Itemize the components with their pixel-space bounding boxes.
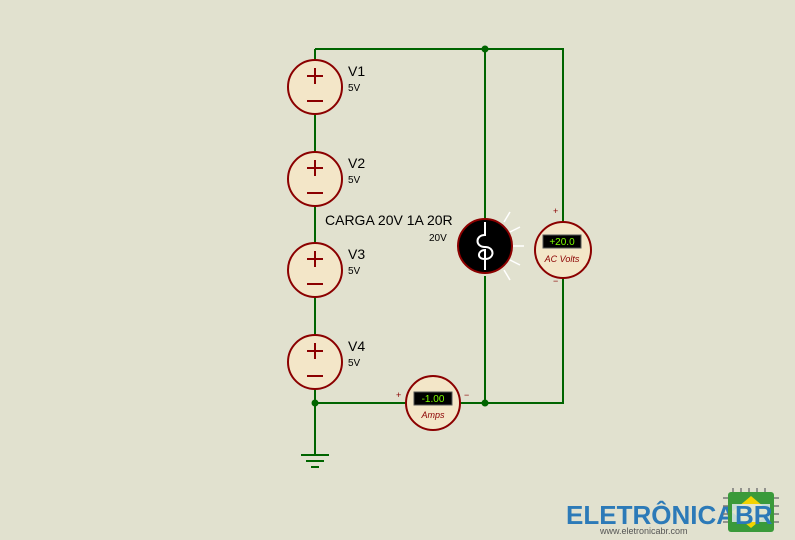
source-v2[interactable]: V2 5V bbox=[287, 151, 365, 207]
source-v4-value: 5V bbox=[348, 358, 361, 369]
lamp-glow-rays bbox=[503, 211, 524, 281]
ground-icon bbox=[301, 454, 329, 468]
source-v1-value: 5V bbox=[348, 83, 361, 94]
source-v2-value: 5V bbox=[348, 175, 361, 186]
junction-top bbox=[481, 45, 489, 53]
ammeter-display bbox=[413, 391, 453, 406]
source-v4[interactable]: V4 5V bbox=[287, 334, 365, 390]
source-v4-name: V4 bbox=[348, 338, 365, 354]
source-v3-name: V3 bbox=[348, 246, 365, 262]
voltmeter-reading: +20.0 bbox=[549, 237, 575, 248]
ammeter-minus: − bbox=[464, 390, 469, 400]
ammeter-reading: -1.00 bbox=[422, 394, 445, 405]
wires bbox=[314, 48, 564, 455]
lamp-load[interactable]: CARGA 20V 1A 20R 20V bbox=[325, 211, 524, 281]
ammeter-caption: Amps bbox=[420, 410, 445, 420]
eletronicabr-logo: ELETRÔNICA BR www.eletronicabr.com bbox=[566, 488, 779, 536]
junction-bottom-left bbox=[311, 399, 319, 407]
lamp-voltage: 20V bbox=[429, 233, 447, 244]
source-v1-name: V1 bbox=[348, 63, 365, 79]
source-v3-value: 5V bbox=[348, 266, 361, 277]
voltmeter[interactable]: +20.0 AC Volts + − bbox=[534, 206, 592, 286]
source-v1[interactable]: V1 5V bbox=[287, 59, 365, 115]
voltmeter-minus: − bbox=[553, 276, 558, 286]
logo-br: BR bbox=[735, 500, 773, 530]
lamp-label: CARGA 20V 1A 20R bbox=[325, 212, 453, 228]
logo-url: www.eletronicabr.com bbox=[599, 526, 688, 536]
source-v3[interactable]: V3 5V bbox=[287, 242, 365, 298]
lamp-filament-icon bbox=[476, 222, 494, 270]
voltmeter-display bbox=[542, 234, 582, 249]
source-v2-name: V2 bbox=[348, 155, 365, 171]
ammeter[interactable]: -1.00 Amps + − bbox=[396, 375, 469, 431]
junction-bottom-right bbox=[481, 399, 489, 407]
wire-top bbox=[315, 48, 564, 222]
voltmeter-plus: + bbox=[553, 206, 558, 216]
ammeter-plus: + bbox=[396, 390, 401, 400]
chip-icon bbox=[723, 488, 779, 532]
voltmeter-caption: AC Volts bbox=[544, 254, 580, 264]
logo-text: ELETRÔNICA bbox=[566, 500, 735, 530]
wire-right-bottom bbox=[459, 278, 564, 404]
